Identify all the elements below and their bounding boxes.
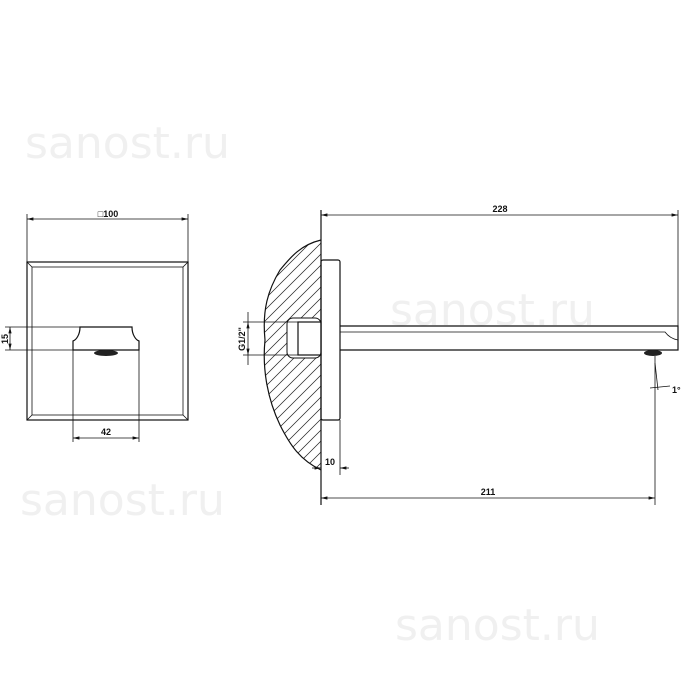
watermark: sanost.ru	[25, 118, 230, 169]
hatch-line	[264, 271, 321, 338]
hatch-line	[264, 425, 321, 470]
dim-projection-label: 211	[481, 487, 496, 497]
front-view: □100 15 42	[0, 209, 189, 442]
watermark: sanost.ru	[395, 600, 600, 651]
hatch-line	[264, 381, 321, 448]
wall-plate-side	[320, 259, 341, 421]
dim-plate-label: 10	[325, 457, 335, 467]
side-view: 228 G1/2" 10 211 1°	[237, 173, 681, 505]
dim-width-label: □100	[98, 209, 118, 219]
dim-height-label: 15	[0, 334, 10, 344]
hatch-line	[260, 173, 325, 238]
wall-plate-outline	[26, 261, 189, 421]
hatch-line	[264, 249, 321, 316]
wall-break-line	[263, 239, 322, 471]
hatch-line	[264, 240, 321, 261]
watermark-group: sanost.ru sanost.ru sanost.ru sanost.ru	[20, 118, 600, 651]
hatch-line	[264, 414, 321, 470]
spout-front	[72, 326, 140, 351]
hatch-line	[264, 240, 321, 305]
dim-angle-label: 1°	[672, 385, 681, 395]
dim-thread-label: G1/2"	[237, 327, 247, 351]
hatch-line	[264, 240, 321, 294]
hatch-line	[264, 370, 321, 437]
hatch-line	[264, 403, 321, 470]
watermark: sanost.ru	[20, 475, 225, 526]
dim-length-label: 228	[492, 204, 507, 214]
hatch-line	[264, 359, 321, 426]
dim-spout-width-label: 42	[101, 427, 111, 437]
pipe-cavity	[286, 317, 322, 359]
hatch-line	[264, 348, 321, 415]
aerator	[94, 350, 118, 356]
hatch-line	[264, 458, 321, 470]
hatch-line	[264, 447, 321, 470]
hatch-line	[264, 260, 321, 327]
spout-side	[340, 325, 679, 351]
hatch-line	[264, 282, 321, 349]
hatch-line	[264, 392, 321, 459]
aerator-side	[644, 350, 662, 356]
hatch-line	[264, 240, 321, 272]
hatch-line	[264, 240, 321, 283]
watermark: sanost.ru	[390, 285, 595, 336]
wall-plate-bevel	[31, 266, 184, 416]
hatch-line	[264, 240, 321, 250]
